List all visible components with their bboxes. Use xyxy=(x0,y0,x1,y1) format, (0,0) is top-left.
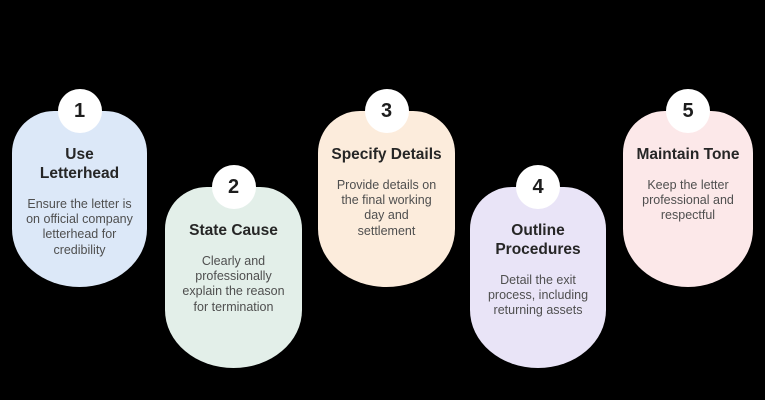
step-description: Detail the exit process, including retur… xyxy=(487,272,589,318)
step-number-badge: 1 xyxy=(57,89,102,133)
step-card-2: 2 State Cause Clearly and professionally… xyxy=(165,165,302,368)
step-title: Outline Procedures xyxy=(495,222,581,258)
step-number-badge: 5 xyxy=(666,89,710,133)
step-title: Specify Details xyxy=(331,146,442,163)
step-number-badge: 4 xyxy=(516,165,560,209)
step-number: 5 xyxy=(682,99,694,122)
step-title: Use Letterhead xyxy=(39,146,120,182)
step-card-1: 1 Use Letterhead Ensure the letter is on… xyxy=(12,89,147,287)
step-card-5: 5 Maintain Tone Keep the letter professi… xyxy=(623,89,753,287)
step-number: 2 xyxy=(227,175,240,198)
step-description: Provide details on the final working day… xyxy=(336,177,437,238)
step-title: Maintain Tone xyxy=(636,146,740,163)
step-description: Keep the letter professional and respect… xyxy=(642,177,734,223)
step-description: Clearly and professionally explain the r… xyxy=(182,253,285,314)
step-number-badge: 3 xyxy=(364,89,409,133)
step-card-3: 3 Specify Details Provide details on the… xyxy=(318,89,455,287)
step-description: Ensure the letter is on official company… xyxy=(26,196,133,257)
step-number: 4 xyxy=(532,175,544,198)
step-number: 1 xyxy=(73,99,86,122)
step-title: State Cause xyxy=(189,222,278,239)
step-number: 3 xyxy=(380,99,393,122)
step-card-4: 4 Outline Procedures Detail the exit pro… xyxy=(470,165,606,368)
step-number-badge: 2 xyxy=(211,165,256,209)
